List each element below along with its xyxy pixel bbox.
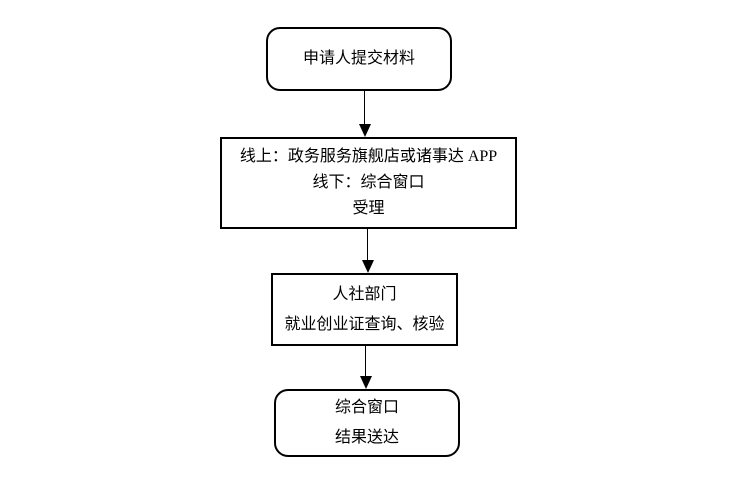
node-text-line: 就业创业证查询、核验 xyxy=(284,315,445,333)
flow-node-start: 申请人提交材料 xyxy=(266,27,452,91)
down-arrowhead-icon xyxy=(359,376,372,389)
connector-arrow-3 xyxy=(359,346,372,389)
connector-arrow-2 xyxy=(361,229,374,273)
node-text-line: 线下：综合窗口 xyxy=(312,174,425,191)
node-text-line: 综合窗口 xyxy=(334,399,399,416)
arrow-stem xyxy=(363,91,366,124)
node-text-line: 线上：政务服务旗舰店或诸事达 APP xyxy=(239,148,498,165)
node-text-line: 受理 xyxy=(352,200,385,217)
arrow-stem xyxy=(366,229,369,260)
flow-node-verify: 人社部门 就业创业证查询、核验 xyxy=(271,273,458,346)
down-arrowhead-icon xyxy=(358,124,371,137)
arrow-stem xyxy=(364,346,367,376)
node-text-line: 申请人提交材料 xyxy=(302,50,415,67)
node-text-line: 结果送达 xyxy=(334,429,399,446)
flow-node-accept: 线上：政务服务旗舰店或诸事达 APP 线下：综合窗口 受理 xyxy=(220,137,517,229)
flow-node-deliver: 综合窗口 结果送达 xyxy=(274,389,460,457)
node-text-line: 人社部门 xyxy=(332,285,397,303)
down-arrowhead-icon xyxy=(361,260,374,273)
connector-arrow-1 xyxy=(358,91,371,137)
